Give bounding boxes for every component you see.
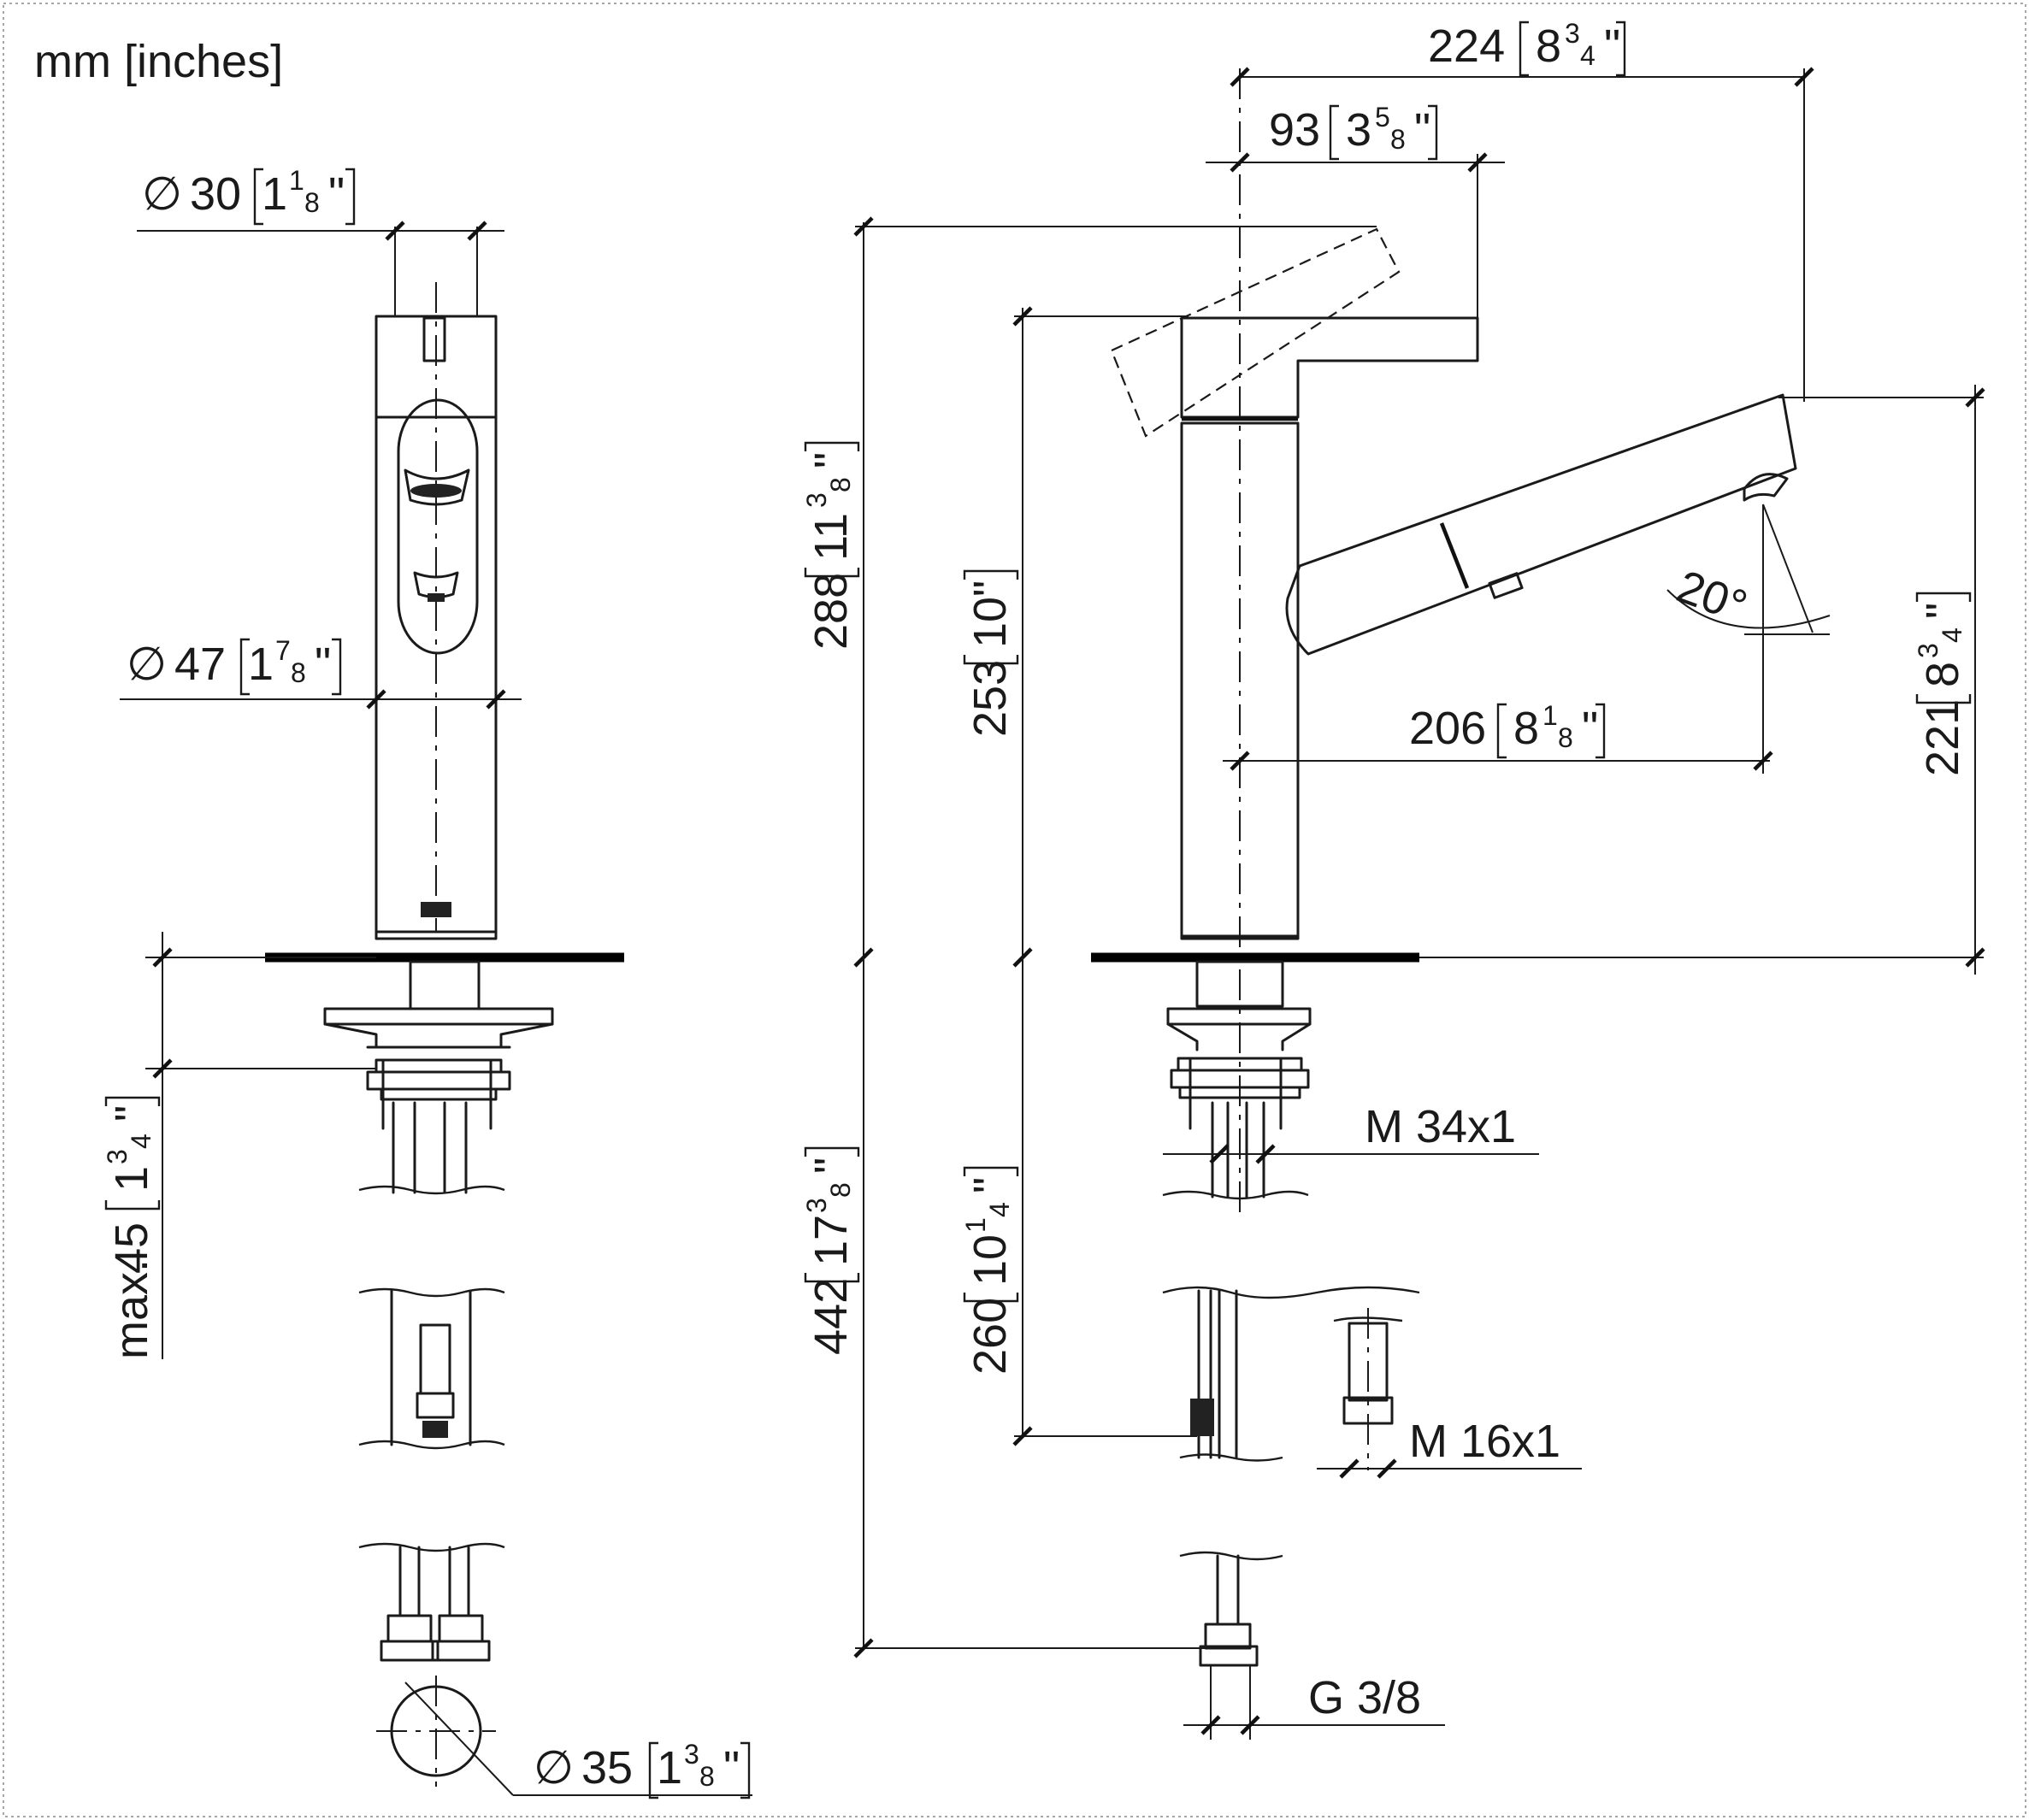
svg-text:8: 8 xyxy=(304,187,320,218)
svg-text:11: 11 xyxy=(805,513,857,561)
svg-text:47: 47 xyxy=(174,639,226,690)
svg-text:3: 3 xyxy=(102,1149,133,1164)
svg-text:∅: ∅ xyxy=(127,639,167,690)
svg-text:4: 4 xyxy=(984,1202,1015,1217)
front-outlet-oval xyxy=(397,398,479,655)
svg-text:8: 8 xyxy=(1513,703,1539,754)
front-logo-mark xyxy=(421,902,451,917)
svg-text:8: 8 xyxy=(825,477,856,492)
svg-text:": " xyxy=(723,1742,740,1793)
spout-outlet xyxy=(1743,473,1789,502)
svg-text:": " xyxy=(964,1177,1016,1193)
spout-joint xyxy=(1439,522,1470,589)
svg-text:max.: max. xyxy=(106,1259,157,1359)
svg-text:288: 288 xyxy=(805,573,857,650)
svg-text:10: 10 xyxy=(964,597,1016,648)
svg-text:442: 442 xyxy=(805,1278,857,1355)
side-dim-lever-reach: 93 3 5 8 " xyxy=(1269,102,1438,161)
side-dim-spout-height: 221 8 3 4 " xyxy=(1913,592,1972,776)
side-dim-spout-reach: 206 8 1 8 " xyxy=(1409,700,1606,759)
lever-raised-position xyxy=(1110,227,1401,438)
svg-text:3: 3 xyxy=(1346,104,1371,156)
svg-text:1: 1 xyxy=(657,1742,682,1793)
side-dim-body-height: 253 10 " xyxy=(963,569,1019,737)
thread-supply-label: G 3/8 xyxy=(1308,1672,1421,1723)
svg-text:5: 5 xyxy=(1375,102,1390,133)
svg-text:": " xyxy=(1604,21,1620,72)
svg-text:1: 1 xyxy=(1542,700,1558,731)
svg-text:93: 93 xyxy=(1269,104,1320,156)
side-view xyxy=(853,67,1985,1740)
sheet-border xyxy=(3,3,2026,1817)
units-label: mm [inches] xyxy=(34,36,283,87)
svg-text:1: 1 xyxy=(289,165,304,196)
svg-text:260: 260 xyxy=(964,1298,1016,1375)
svg-text:10: 10 xyxy=(964,1234,1016,1286)
svg-text:3: 3 xyxy=(1565,18,1580,49)
svg-text:": " xyxy=(964,580,1016,597)
svg-text:8: 8 xyxy=(1390,124,1406,155)
side-body xyxy=(1180,421,1300,940)
svg-text:30: 30 xyxy=(190,168,241,220)
svg-text:3: 3 xyxy=(1913,643,1943,658)
svg-text:224: 224 xyxy=(1428,21,1505,72)
svg-text:": " xyxy=(805,452,857,468)
front-body xyxy=(375,415,498,940)
svg-text:1: 1 xyxy=(248,639,274,690)
svg-text:4: 4 xyxy=(126,1134,156,1149)
svg-text:8: 8 xyxy=(1558,722,1573,753)
svg-text:3: 3 xyxy=(801,492,832,508)
svg-text:1: 1 xyxy=(106,1166,157,1192)
side-dim-hose-length: 442 17 3 8 " xyxy=(801,1146,860,1355)
svg-text:8: 8 xyxy=(825,1182,856,1198)
svg-text:8: 8 xyxy=(1536,21,1561,72)
front-dim-dia-body: ∅ 47 1 7 8 " xyxy=(127,635,342,696)
side-lever xyxy=(1180,316,1479,419)
side-dim-connector-length: 260 10 1 4 " xyxy=(960,1166,1019,1375)
spray-face xyxy=(410,484,462,498)
break-line xyxy=(358,1185,505,1195)
svg-text:8: 8 xyxy=(1917,662,1968,687)
side-dim-spout-angle: 20° xyxy=(1671,561,1754,633)
svg-text:": " xyxy=(106,1105,157,1122)
svg-text:∅: ∅ xyxy=(534,1742,574,1793)
svg-text:253: 253 xyxy=(964,660,1016,737)
front-dim-max-thickness: max. 45 1 3 4 " xyxy=(102,1096,161,1359)
side-dim-total-height: 288 11 3 8 " xyxy=(801,441,860,650)
front-dim-hole-dia: ∅ 35 1 3 8 " xyxy=(534,1739,751,1799)
svg-text:8: 8 xyxy=(699,1761,715,1792)
side-spout xyxy=(1285,393,1797,656)
svg-text:4: 4 xyxy=(1937,627,1967,643)
svg-text:": " xyxy=(1582,703,1598,754)
svg-text:": " xyxy=(1917,603,1968,619)
svg-text:3: 3 xyxy=(801,1198,832,1213)
front-lever-tab xyxy=(422,316,446,362)
supply-fitting xyxy=(1199,1645,1259,1667)
svg-text:": " xyxy=(315,639,331,690)
svg-text:1: 1 xyxy=(262,168,287,220)
svg-text:221: 221 xyxy=(1917,699,1968,776)
svg-text:45: 45 xyxy=(106,1222,157,1274)
thread-hose-label: M 16x1 xyxy=(1409,1416,1560,1467)
svg-text:206: 206 xyxy=(1409,703,1486,754)
svg-text:8: 8 xyxy=(291,657,306,688)
svg-text:∅: ∅ xyxy=(142,168,182,220)
svg-text:7: 7 xyxy=(275,635,291,666)
front-dim-dia-top: ∅ 30 1 1 8 " xyxy=(142,165,356,226)
svg-text:": " xyxy=(328,168,345,220)
svg-text:1: 1 xyxy=(960,1217,991,1233)
svg-text:3: 3 xyxy=(684,1739,699,1770)
thread-shank-label: M 34x1 xyxy=(1365,1101,1516,1152)
front-fixing-plate xyxy=(323,1007,554,1026)
svg-text:35: 35 xyxy=(581,1742,633,1793)
front-view xyxy=(120,221,752,1796)
svg-text:4: 4 xyxy=(1580,40,1595,71)
svg-text:": " xyxy=(1414,104,1430,156)
svg-text:17: 17 xyxy=(805,1215,857,1266)
side-dim-overall-reach: 224 8 3 4 " xyxy=(1428,18,1626,77)
svg-text:": " xyxy=(805,1157,857,1174)
